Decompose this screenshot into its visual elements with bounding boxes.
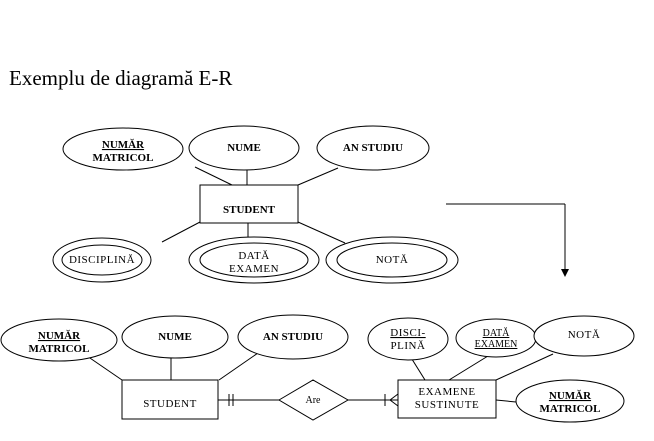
attribute-an-studiu: [316, 125, 430, 171]
entity-student: [121, 379, 219, 420]
top-diagram: STUDENT NUMĂR MATRICOL NUME AN STUDIU DI…: [52, 125, 459, 284]
attribute-label: NUMĂR: [549, 390, 592, 402]
attribute-label: EXAMEN: [475, 339, 518, 350]
attribute-label: EXAMEN: [229, 263, 279, 275]
multivalued-attribute-inner: [61, 244, 143, 276]
attribute-label: AN STUDIU: [343, 142, 403, 154]
relationship-label: Are: [306, 395, 322, 406]
attribute-label: NUMĂR: [38, 330, 81, 342]
crows-foot-icon: [389, 399, 399, 407]
attribute-label: NOTĂ: [568, 329, 601, 341]
connector: [194, 166, 233, 186]
attribute-label: NUME: [158, 331, 192, 343]
entity-exam-label: SUSTINUTE: [415, 399, 479, 411]
connector: [495, 399, 517, 403]
multivalued-attribute-inner: [336, 242, 448, 278]
attribute-an-studiu: [237, 314, 349, 360]
transformation-arrow: [446, 203, 569, 277]
connector: [297, 221, 346, 244]
relationship-are: [278, 379, 350, 421]
crows-foot-icon: [389, 393, 399, 401]
attribute-label: NUME: [227, 142, 261, 154]
entity-examene-sustinute: [397, 379, 497, 419]
entity-student: [199, 184, 299, 224]
attribute-nume: [121, 315, 229, 359]
attribute-label: AN STUDIU: [263, 331, 323, 343]
arrow-head-icon: [561, 269, 569, 277]
attribute-label: NUMĂR: [102, 139, 145, 151]
connector: [86, 355, 123, 381]
attribute-label: PLINĂ: [391, 340, 426, 352]
multivalued-attribute-inner: [199, 242, 309, 278]
entity-exam-label: EXAMENE: [418, 386, 475, 398]
attribute-numar-matricol: [0, 318, 118, 362]
bottom-diagram: NUMĂR MATRICOL NUME AN STUDIU STUDENT Ar…: [0, 314, 635, 423]
connector: [297, 167, 339, 186]
attribute-nume: [188, 125, 300, 171]
attribute-label: MATRICOL: [540, 403, 601, 415]
attribute-label: DISCI-: [390, 327, 425, 339]
entity-student-label: STUDENT: [143, 398, 197, 410]
attribute-label: DATĂ: [483, 327, 510, 339]
attribute-nota: [533, 315, 635, 357]
connector: [218, 352, 259, 381]
attribute-label: DISCIPLINĂ: [69, 254, 135, 266]
attribute-disciplina: [367, 317, 449, 361]
attribute-label: MATRICOL: [29, 343, 90, 355]
attribute-label: MATRICOL: [93, 152, 154, 164]
entity-student-label: STUDENT: [223, 204, 276, 216]
attribute-numar-matricol: [62, 127, 184, 171]
connector: [448, 355, 489, 381]
attribute-numar-matricol-exam: [515, 379, 625, 423]
connector: [161, 221, 201, 243]
attribute-label: NOTĂ: [376, 254, 409, 266]
connector: [495, 353, 554, 381]
attribute-label: DATĂ: [238, 250, 269, 262]
diagram-title: Exemplu de diagramă E-R: [9, 66, 233, 90]
